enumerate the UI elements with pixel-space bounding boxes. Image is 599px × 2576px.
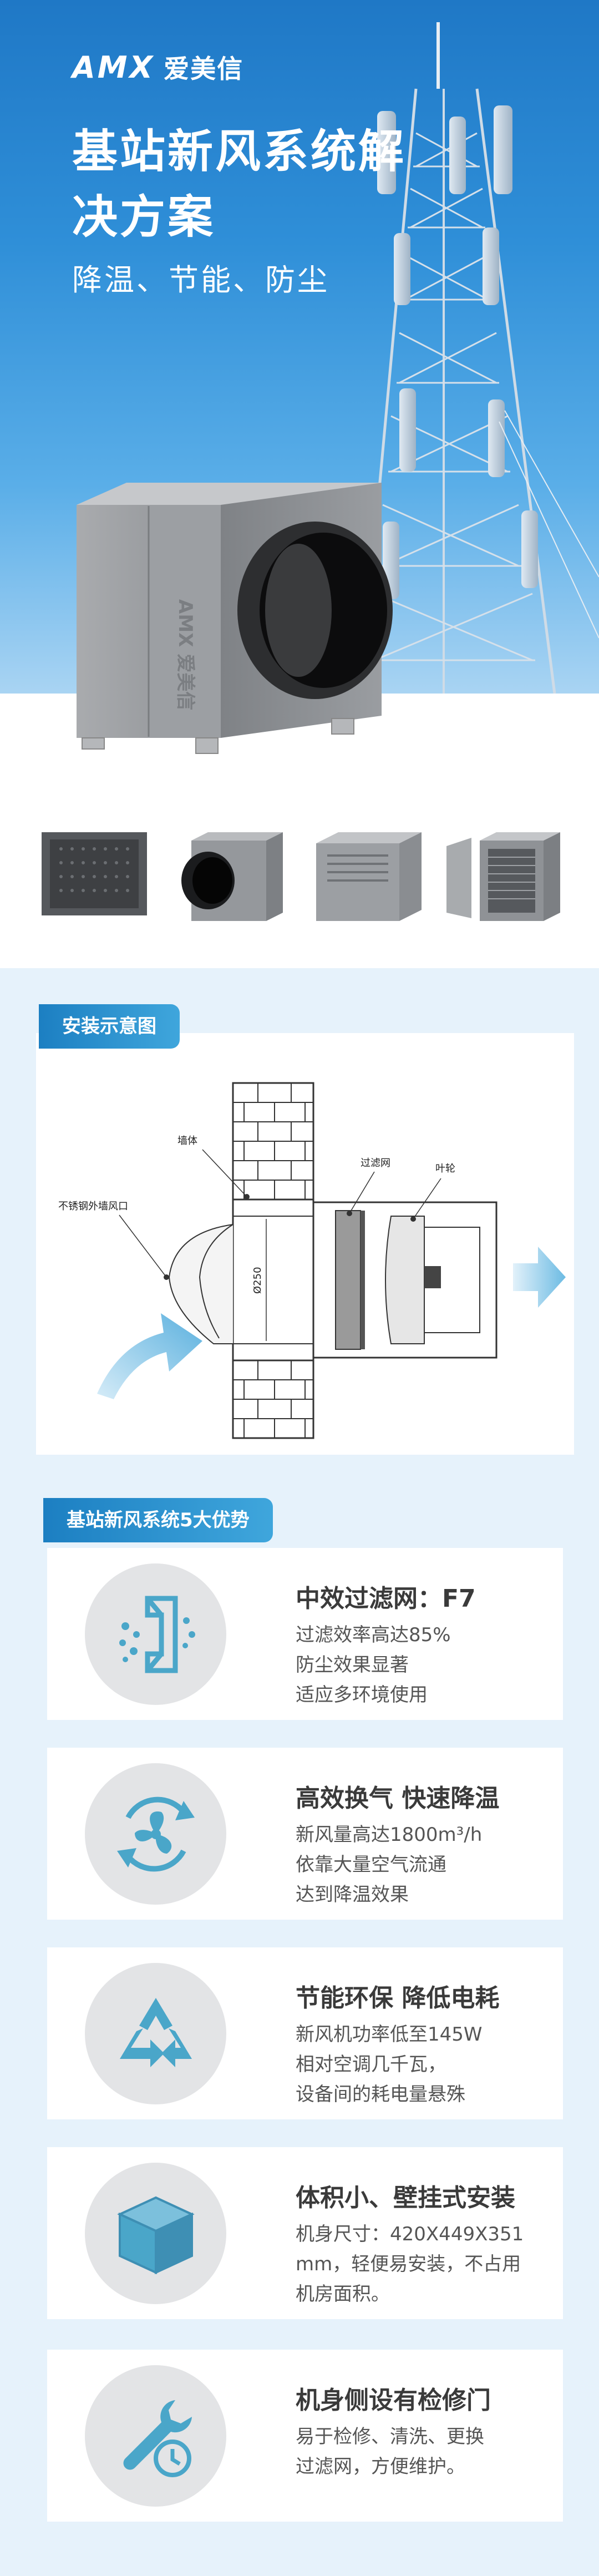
feature-line: 易于检修、清洗、更换 — [296, 2426, 484, 2448]
thumbnail-open-door-view[interactable] — [441, 818, 566, 929]
feature-icon-circle — [85, 1963, 226, 2104]
feature-line: 机房面积。 — [296, 2283, 390, 2305]
feature-line: 依靠大量空气流通 — [296, 1854, 446, 1876]
feature-description: 机身尺寸：420X449X351 mm，轻便易安装，不占用 机房面积。 — [296, 2219, 545, 2309]
product-mark-text: AMX 爱美信 — [174, 599, 196, 710]
install-diagram-card: Ø250 墙体 过滤网 叶轮 不锈钢外墙风口 — [36, 1033, 574, 1455]
feature-card-energy: 节能环保 降低电耗 新风机功率低至145W 相对空调几千瓦， 设备间的耗电量悬殊 — [47, 1947, 563, 2119]
wrench-clock-icon — [123, 2400, 192, 2477]
feature-card-ventilation: 高效换气 快速降温 新风量高达1800m³/h 依靠大量空气流通 达到降温效果 — [47, 1748, 563, 1920]
hero-title: 基站新风系统解决方案 — [72, 125, 407, 244]
install-diagram: Ø250 墙体 过滤网 叶轮 不锈钢外墙风口 — [58, 1082, 566, 1439]
thumbnail-front-view[interactable] — [33, 818, 158, 929]
feature-description: 新风机功率低至145W 相对空调几千瓦， 设备间的耗电量悬殊 — [296, 2020, 545, 2109]
feature-line: 相对空调几千瓦， — [296, 2053, 446, 2076]
dimension-label: Ø250 — [252, 1267, 263, 1294]
feature-title: 中效过滤网：F7 — [296, 1585, 476, 1613]
feature-description: 易于检修、清洗、更换 过滤网，方便维护。 — [296, 2422, 545, 2482]
feature-icon-circle — [85, 1563, 226, 1705]
brand-header: AMX 爱美信 — [72, 49, 243, 85]
feature-line: 过滤网，方便维护。 — [296, 2456, 465, 2478]
brand-name: 爱美信 — [164, 54, 244, 84]
telecom-tower-image — [359, 22, 599, 694]
feature-icon-circle — [85, 2163, 226, 2304]
feature-line: 设备间的耗电量悬殊 — [296, 2083, 465, 2106]
feature-icon-circle — [85, 1763, 226, 1905]
thumbnail-duct-view[interactable] — [169, 818, 294, 929]
fan-cycle-icon — [116, 1796, 195, 1871]
feature-title: 体积小、壁挂式安装 — [296, 2184, 515, 2212]
impeller-label: 叶轮 — [435, 1163, 455, 1175]
feature-card-maintenance: 机身侧设有检修门 易于检修、清洗、更换 过滤网，方便维护。 — [47, 2350, 563, 2522]
hero-subtitle: 降温、节能、防尘 — [72, 262, 329, 297]
feature-line: 新风量高达1800m³/h — [296, 1824, 483, 1846]
box-icon — [116, 2196, 195, 2274]
feature-title: 节能环保 降低电耗 — [296, 1984, 500, 2012]
feature-card-filter: 中效过滤网：F7 过滤效率高达85% 防尘效果显著 适应多环境使用 — [47, 1548, 563, 1720]
recycle-icon — [119, 1997, 192, 2067]
filter-icon — [119, 1596, 195, 1673]
feature-card-compact: 体积小、壁挂式安装 机身尺寸：420X449X351 mm，轻便易安装，不占用 … — [47, 2147, 563, 2319]
feature-line: 新风机功率低至145W — [296, 2023, 483, 2046]
advantages-tag: 基站新风系统5大优势 — [43, 1498, 273, 1542]
product-thumbnails — [33, 807, 566, 940]
feature-line: mm，轻便易安装，不占用 — [296, 2253, 521, 2275]
airflow-out-arrow — [513, 1247, 566, 1308]
product-main-image: AMX 爱美信 — [77, 483, 393, 754]
feature-line: 防尘效果显著 — [296, 1654, 409, 1676]
filter-label: 过滤网 — [361, 1157, 390, 1169]
wall-label: 墙体 — [177, 1135, 197, 1147]
feature-icon-circle — [85, 2365, 226, 2507]
feature-title: 机身侧设有检修门 — [296, 2386, 491, 2415]
thumbnail-side-view[interactable] — [305, 818, 430, 929]
install-diagram-tag: 安装示意图 — [39, 1004, 180, 1049]
brand-logo: AMX — [72, 49, 155, 85]
feature-line: 适应多环境使用 — [296, 1684, 428, 1706]
outlet-label: 不锈钢外墙风口 — [58, 1201, 128, 1212]
feature-line: 过滤效率高达85% — [296, 1624, 451, 1646]
feature-description: 过滤效率高达85% 防尘效果显著 适应多环境使用 — [296, 1620, 545, 1710]
feature-line: 达到降温效果 — [296, 1884, 409, 1906]
feature-title: 高效换气 快速降温 — [296, 1784, 500, 1813]
feature-line: 机身尺寸：420X449X351 — [296, 2223, 524, 2245]
airflow-in-arrow — [97, 1313, 202, 1399]
feature-description: 新风量高达1800m³/h 依靠大量空气流通 达到降温效果 — [296, 1820, 545, 1910]
